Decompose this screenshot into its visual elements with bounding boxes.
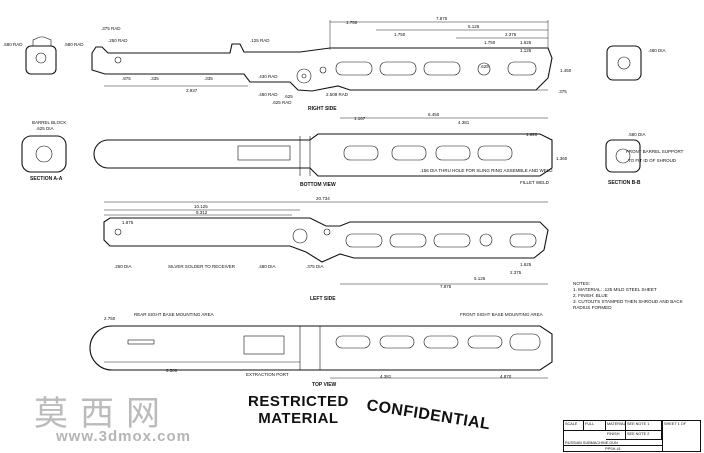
callout-label: BARREL BLOCK — [32, 120, 66, 125]
dim-label: 1.920 — [526, 132, 538, 137]
dim-label: 4.381 — [458, 120, 470, 125]
rad-label: .580 RAD — [3, 42, 23, 47]
right-side-view: 7.875 5.125 2.375 1.750 1.750 1.750 1.62… — [91, 16, 572, 112]
rad-label: .250 RAD — [108, 38, 128, 43]
dim-label: 2.375 — [510, 270, 522, 275]
section-bb-top: .480 DIA — [606, 45, 666, 81]
top-view: 2.750 6.500 4.381 4.870 REAR SIGHT BASE … — [89, 312, 553, 388]
dia-label: .250 DIA — [114, 264, 132, 269]
rad-label: .580 RAD — [64, 42, 84, 47]
dim-label: .875 — [122, 76, 131, 81]
bottom-view: 6.450 4.381 1.167 1.920 1.360 .156 DIA T… — [93, 112, 568, 188]
restricted-line2: MATERIAL — [258, 410, 339, 427]
dim-label: 1.750 — [394, 32, 406, 37]
restricted-stamp: RESTRICTED MATERIAL — [248, 393, 349, 427]
section-bb: .580 DIA FRONT BARREL SUPPORT TO FIT ID … — [605, 132, 684, 186]
view-title: TOP VIEW — [312, 382, 337, 388]
part-name: RUSSIAN SUBMACHINE GUN — [564, 440, 662, 446]
dim-label: 2.375 — [505, 32, 517, 37]
watermark-cn: 莫西网 — [34, 394, 172, 434]
finish-label: FINISH — [606, 431, 626, 440]
dim-label: 1.875 — [122, 220, 134, 225]
sheet-number: SHEET 1 OF — [662, 421, 700, 451]
rad-label: .125 RAD — [250, 38, 270, 43]
dim-label: 2.937 — [186, 88, 198, 93]
left-side-view: 20.734 10.125 9.312 1.875 7.875 5.125 2.… — [103, 196, 549, 302]
dim-label: 6.450 — [428, 112, 440, 117]
callout-label: REAR SIGHT BASE MOUNTING AREA — [134, 312, 214, 317]
dia-label: .480 DIA — [258, 264, 276, 269]
view-title: SECTION B-B — [608, 180, 641, 186]
dim-label: 10.125 — [194, 204, 208, 209]
scale-label: SCALE — [564, 421, 584, 431]
note-item: 3. CUTOUTS STAMPED THEN SHROUD AND BACK … — [573, 299, 683, 310]
rad-label: .375 RAD — [101, 26, 121, 31]
dim-label: 2.750 — [104, 316, 116, 321]
dim-label: 4.381 — [380, 374, 392, 379]
dim-label: 1.625 — [520, 40, 532, 45]
dim-label: 20.734 — [316, 196, 330, 201]
dim-label: 1.625 — [520, 262, 532, 267]
callout-label: EXTRACTION PORT — [246, 372, 289, 377]
view-title: RIGHT SIDE — [308, 106, 337, 112]
restricted-line1: RESTRICTED — [248, 393, 349, 410]
note-item: 2. FINISH: BLUE — [573, 293, 608, 298]
rad-label: .430 RAD — [258, 74, 278, 79]
dim-label: 5.125 — [474, 276, 486, 281]
dim-label: 1.750 — [346, 20, 358, 25]
callout-label: FRONT SIGHT BASE MOUNTING AREA — [460, 312, 543, 317]
scale-value: FULL — [584, 421, 606, 431]
dia-label: .375 DIA — [306, 264, 324, 269]
dim-label: 1.750 — [484, 40, 496, 45]
dia-label: .625 DIA — [36, 126, 54, 131]
finish-value: SEE NOTE 2 — [626, 431, 662, 440]
section-aa-top: .580 RAD .580 RAD — [3, 36, 84, 75]
callout-label: SILVER SOLDER TO RECEIVER — [168, 264, 236, 269]
note-item: 1. MATERIAL: .125 MILD STEEL SHEET — [573, 287, 657, 292]
rad-label: 2.508 RAD — [326, 92, 349, 97]
watermark-url: www.3dmox.com — [56, 428, 191, 445]
dim-label: .625 — [480, 64, 489, 69]
dia-label: .580 DIA — [628, 132, 646, 137]
dia-label: .480 DIA — [648, 48, 666, 53]
dim-label: 7.875 — [436, 16, 448, 21]
callout-label: FILLET WELD — [520, 180, 550, 185]
rad-label: .480 RAD — [258, 92, 278, 97]
material-label: MATERIAL — [606, 421, 626, 431]
dim-label: 9.312 — [196, 210, 208, 215]
dim-label: .335 — [150, 76, 159, 81]
dim-label: 1.450 — [560, 68, 572, 73]
view-title: LEFT SIDE — [310, 296, 336, 302]
material-value: SEE NOTE 1 — [626, 421, 662, 431]
notes-heading: NOTES: — [573, 281, 591, 286]
callout-label: FRONT BARREL SUPPORT — [626, 149, 684, 154]
dim-label: .335 — [204, 76, 213, 81]
view-title: BOTTOM VIEW — [300, 182, 336, 188]
title-block: SCALE FULL MATERIAL SEE NOTE 1 FINISH SE… — [563, 420, 701, 452]
part-number: PPSH-41 — [605, 447, 621, 451]
dim-label: .375 — [558, 89, 567, 94]
callout-label: TO FIT ID OF SHROUD — [628, 158, 677, 163]
dim-label: 1.125 — [520, 48, 532, 53]
view-title: SECTION A-A — [30, 176, 63, 182]
dim-label: .625 — [284, 94, 293, 99]
dim-label: 1.167 — [354, 116, 366, 121]
notes-block: NOTES: 1. MATERIAL: .125 MILD STEEL SHEE… — [573, 281, 701, 311]
dim-label: 1.360 — [556, 156, 568, 161]
callout-label: .156 DIA THRU HOLE FOR SLING RING ASSEMB… — [420, 168, 553, 173]
dim-label: 6.500 — [166, 368, 178, 373]
rad-label: .625 RAD — [272, 100, 292, 105]
dim-label: 4.870 — [500, 374, 512, 379]
section-aa: BARREL BLOCK .625 DIA SECTION A-A — [21, 120, 67, 182]
dim-label: 7.875 — [440, 284, 452, 289]
dim-label: 5.125 — [468, 24, 480, 29]
